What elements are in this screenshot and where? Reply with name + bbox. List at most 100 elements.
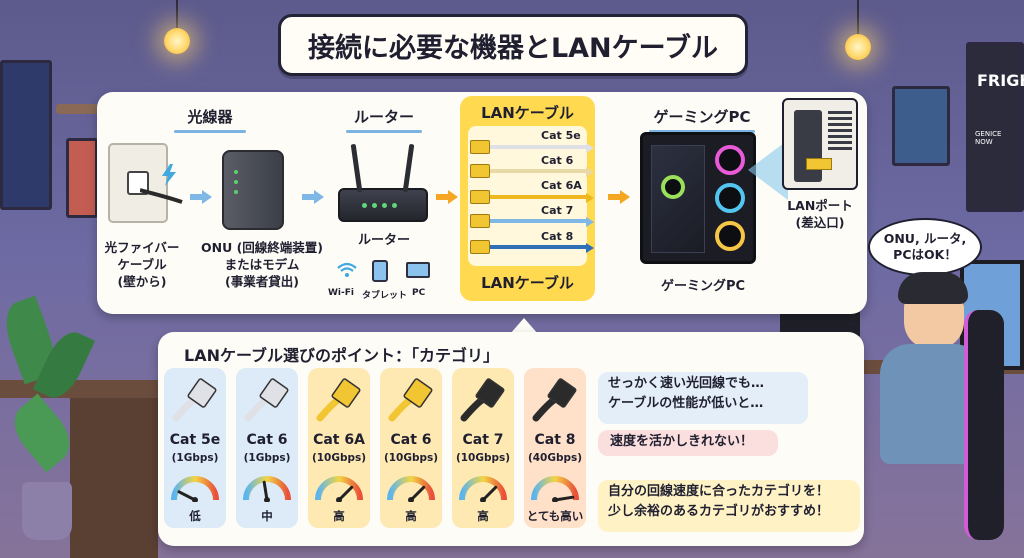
wall-shelf <box>56 104 98 114</box>
category-speed: (1Gbps) <box>243 452 291 464</box>
poster-subtitle: GENICE NOW <box>975 130 1002 146</box>
gauge-icon <box>314 476 364 503</box>
category-grade: 高 <box>405 509 417 523</box>
category-grade: 中 <box>261 509 273 523</box>
zoom-beam <box>748 140 788 200</box>
arrow-right-icon <box>608 190 630 204</box>
points-title: LANケーブル選びのポイント：「カテゴリ」 <box>184 346 500 365</box>
cable-label: Cat 8 <box>541 230 574 243</box>
pc-caption: ゲーミングPC <box>660 279 746 294</box>
ethernet-plug-icon <box>526 370 584 428</box>
ethernet-plug-icon <box>470 214 490 228</box>
category-speed: (10Gbps) <box>383 452 439 464</box>
tablet-label: タブレット <box>362 291 408 301</box>
poster-small <box>66 138 98 218</box>
ethernet-plug-icon <box>454 370 512 428</box>
note-alert: 速度を活かしきれない！ <box>598 430 778 456</box>
lan-port-closeup <box>782 98 858 190</box>
category-name: Cat 7 <box>462 432 504 448</box>
ethernet-plug-icon <box>470 164 490 178</box>
category-name: Cat 6 <box>246 432 288 448</box>
fiber-cable <box>140 188 183 204</box>
gaming-pc <box>640 132 756 264</box>
page-title: 接続に必要な機器とLANケーブル <box>278 14 748 76</box>
category-card: Cat 6 (10Gbps) 高 <box>380 368 442 528</box>
plant-pot <box>22 482 72 540</box>
pc-heading: ゲーミングPC <box>640 106 764 133</box>
note-recommendation: 自分の回線速度に合ったカテゴリを！ 少し余裕のあるカテゴリがおすすめ！ <box>598 480 860 532</box>
gaming-chair <box>964 310 1004 540</box>
category-grade: 高 <box>333 509 345 523</box>
ceiling-lamp <box>845 34 871 60</box>
poster-left <box>0 60 52 210</box>
ethernet-plug-icon <box>470 240 490 254</box>
gauge-icon <box>386 476 436 503</box>
note-warning: せっかく速い光回線でも… ケーブルの性能が低いと… <box>598 372 808 424</box>
router-heading: ルーター <box>340 106 428 133</box>
cable-cat7 <box>470 214 594 228</box>
onu-caption: ONU (回線終端装置) またはモデム (事業者貸出) <box>200 240 324 289</box>
category-name: Cat 6A <box>313 432 365 448</box>
ethernet-plug-icon <box>470 190 490 204</box>
cable-cat6a <box>470 190 594 204</box>
lamp-cord <box>857 0 859 36</box>
cable-label: Cat 6A <box>541 179 582 192</box>
lightning-icon <box>162 164 176 186</box>
category-card: Cat 7 (10Gbps) 高 <box>452 368 514 528</box>
arrow-right-icon <box>302 190 324 204</box>
category-grade: とても高い <box>526 509 584 523</box>
ethernet-plug-icon <box>310 370 368 428</box>
category-card: Cat 6 (1Gbps) 中 <box>236 368 298 528</box>
arrow-right-icon <box>436 190 458 204</box>
gauge-icon <box>170 476 220 503</box>
fiber-wall-outlet <box>108 143 168 223</box>
speech-bubble: ONU, ルータ, PCはOK！ <box>868 218 982 276</box>
category-speed: (1Gbps) <box>171 452 219 464</box>
category-speed: (10Gbps) <box>311 452 367 464</box>
wifi-label: Wi-Fi <box>328 288 354 298</box>
pc-icon <box>406 262 430 278</box>
arrow-right-icon <box>190 190 212 204</box>
router-device <box>338 143 428 222</box>
category-name: Cat 5e <box>169 432 221 448</box>
category-card: Cat 6A (10Gbps) 高 <box>308 368 370 528</box>
fiber-heading: 光線器 <box>168 106 252 133</box>
ceiling-lamp <box>164 28 190 54</box>
ethernet-plug-icon <box>806 158 832 170</box>
panel-pointer <box>510 318 538 334</box>
poster-title: FRIGH <box>977 71 1024 90</box>
poster-right-small <box>892 86 950 166</box>
wifi-icon <box>337 262 357 277</box>
gauge-icon <box>458 476 508 503</box>
category-grade: 高 <box>477 509 489 523</box>
desk-cabinet <box>70 398 158 558</box>
ethernet-plug-icon <box>470 140 490 154</box>
onu-device <box>222 150 284 230</box>
lan-heading: LANケーブル <box>481 104 574 122</box>
lan-port-caption: LANポート (差込口) <box>787 198 853 230</box>
cable-label: Cat 6 <box>541 154 574 167</box>
category-card: Cat 8 (40Gbps) とても高い <box>524 368 586 528</box>
category-grade: 低 <box>189 509 201 523</box>
category-name: Cat 6 <box>390 432 432 448</box>
category-speed: (40Gbps) <box>527 452 583 464</box>
gauge-icon <box>242 476 292 503</box>
lan-footer: LANケーブル <box>481 274 574 292</box>
cable-label: Cat 5e <box>541 129 581 142</box>
gauge-icon <box>530 476 580 503</box>
cable-cat8 <box>470 240 594 254</box>
router-caption: ルーター <box>357 233 410 248</box>
ethernet-plug-icon <box>166 370 224 428</box>
cable-cat5e <box>470 140 594 154</box>
poster-right: FRIGH GENICE NOW <box>966 42 1024 212</box>
lamp-cord <box>176 0 178 30</box>
category-speed: (10Gbps) <box>455 452 511 464</box>
plant-leaf <box>3 393 81 473</box>
tablet-icon <box>372 260 388 282</box>
fiber-caption: 光ファイバー ケーブル (壁から) <box>104 240 180 289</box>
cable-label: Cat 7 <box>541 204 574 217</box>
cable-cat6 <box>470 164 594 178</box>
category-name: Cat 8 <box>534 432 576 448</box>
ethernet-plug-icon <box>238 370 296 428</box>
category-card: Cat 5e (1Gbps) 低 <box>164 368 226 528</box>
